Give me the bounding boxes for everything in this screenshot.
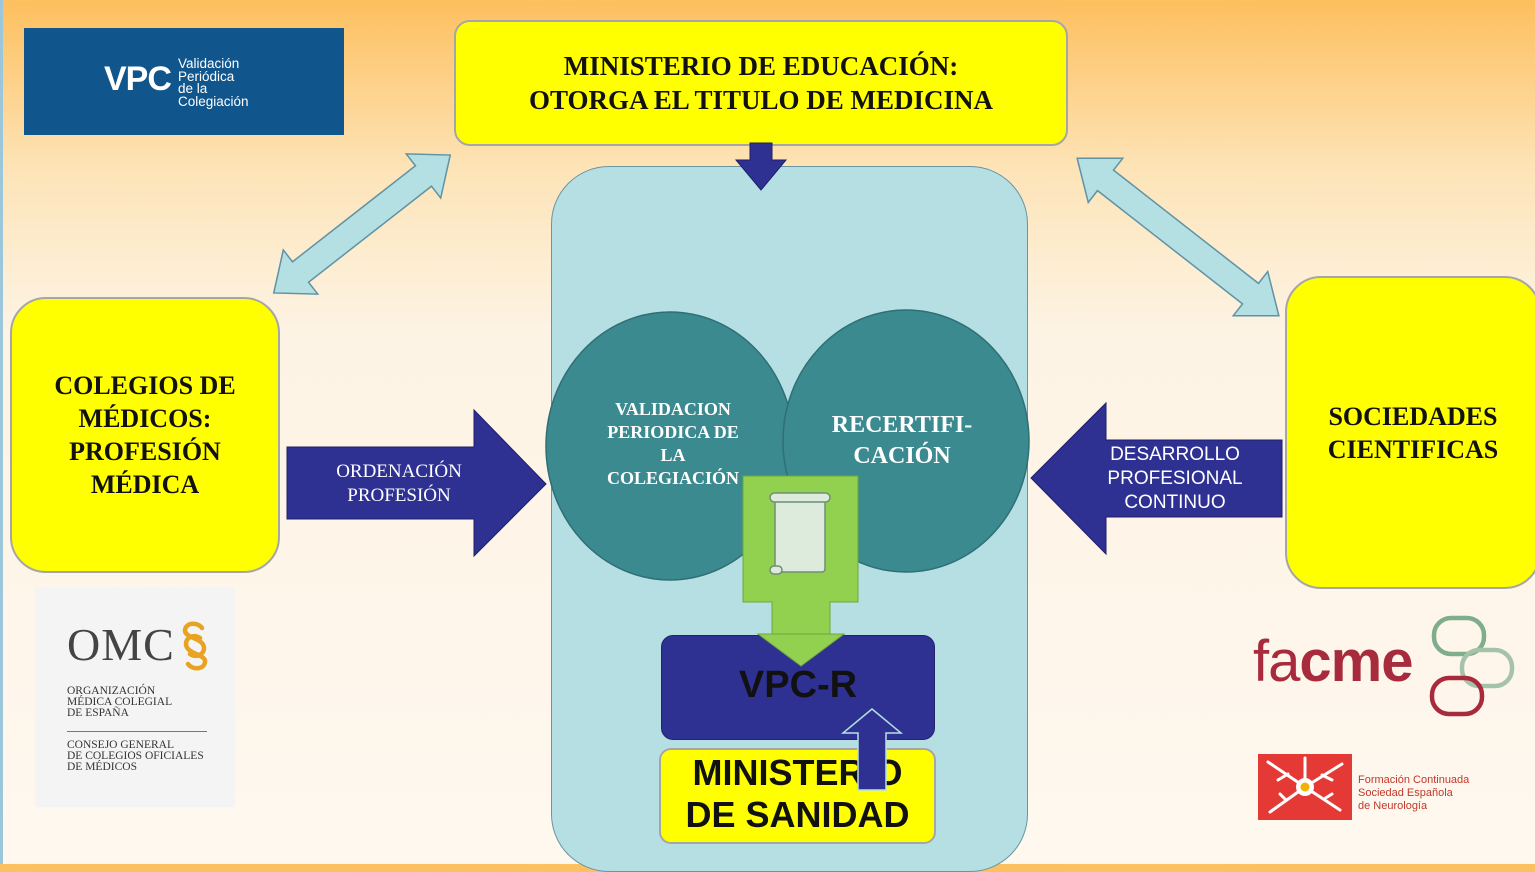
double-arrow-right — [1076, 157, 1280, 317]
facme-logo-bold: cme — [1299, 629, 1413, 694]
desarrollo-arrow — [1030, 401, 1283, 556]
ordenacion-label: ORDENACIÓN PROFESIÓN — [336, 461, 462, 506]
desarrollo-label: DESARROLLO PROFESIONAL CONTINUO — [1107, 444, 1243, 513]
sociedades-cientificas-box: SOCIEDADES CIENTIFICAS — [1285, 276, 1535, 589]
sen-neuron-icon — [1258, 754, 1352, 820]
ministerio-sanidad-box — [659, 748, 936, 844]
vpc-logo: VPC Validación Periódica de la Colegiaci… — [24, 28, 344, 135]
ministerio-educacion-box: MINISTERIO DE EDUCACIÓN: OTORGA EL TITUL… — [454, 20, 1068, 146]
vpc-r-label: VPC-R — [738, 664, 858, 706]
omc-logo-line1: ORGANIZACIÓN MÉDICA COLEGIAL DE ESPAÑA — [67, 685, 173, 719]
vpc-logo-abbrev: VPC — [104, 60, 172, 98]
facme-logo-text: facme — [1253, 628, 1413, 695]
omc-logo-line2: CONSEJO GENERAL DE COLEGIOS OFICIALES DE… — [67, 739, 204, 773]
sen-logo-text: Formación Continuada Sociedad Española d… — [1358, 774, 1470, 812]
green-arrow-tip — [756, 633, 846, 667]
educacion-down-arrow — [734, 142, 788, 191]
double-arrow-left — [272, 153, 452, 295]
validacion-label: VALIDACION PERIODICA DE LA COLEGIACIÓN — [606, 399, 740, 488]
facme-logo-light: fa — [1253, 629, 1300, 694]
omc-logo-title: OMC — [67, 619, 175, 670]
omc-logo — [35, 587, 235, 807]
omc-divider — [67, 731, 207, 732]
vpc-logo-text: Validación Periódica de la Colegiación — [178, 56, 249, 109]
section-sign-icon — [182, 621, 208, 671]
facme-rings-icon — [1429, 615, 1515, 717]
ordenacion-arrow — [286, 408, 547, 558]
scroll-document-icon — [769, 492, 831, 575]
sanidad-up-arrow — [840, 708, 904, 791]
recertificacion-label: RECERTIFI- CACIÓN — [831, 412, 973, 469]
slide-left-border — [0, 0, 3, 864]
colegios-medicos-box: COLEGIOS DE MÉDICOS: PROFESIÓN MÉDICA — [10, 297, 280, 573]
